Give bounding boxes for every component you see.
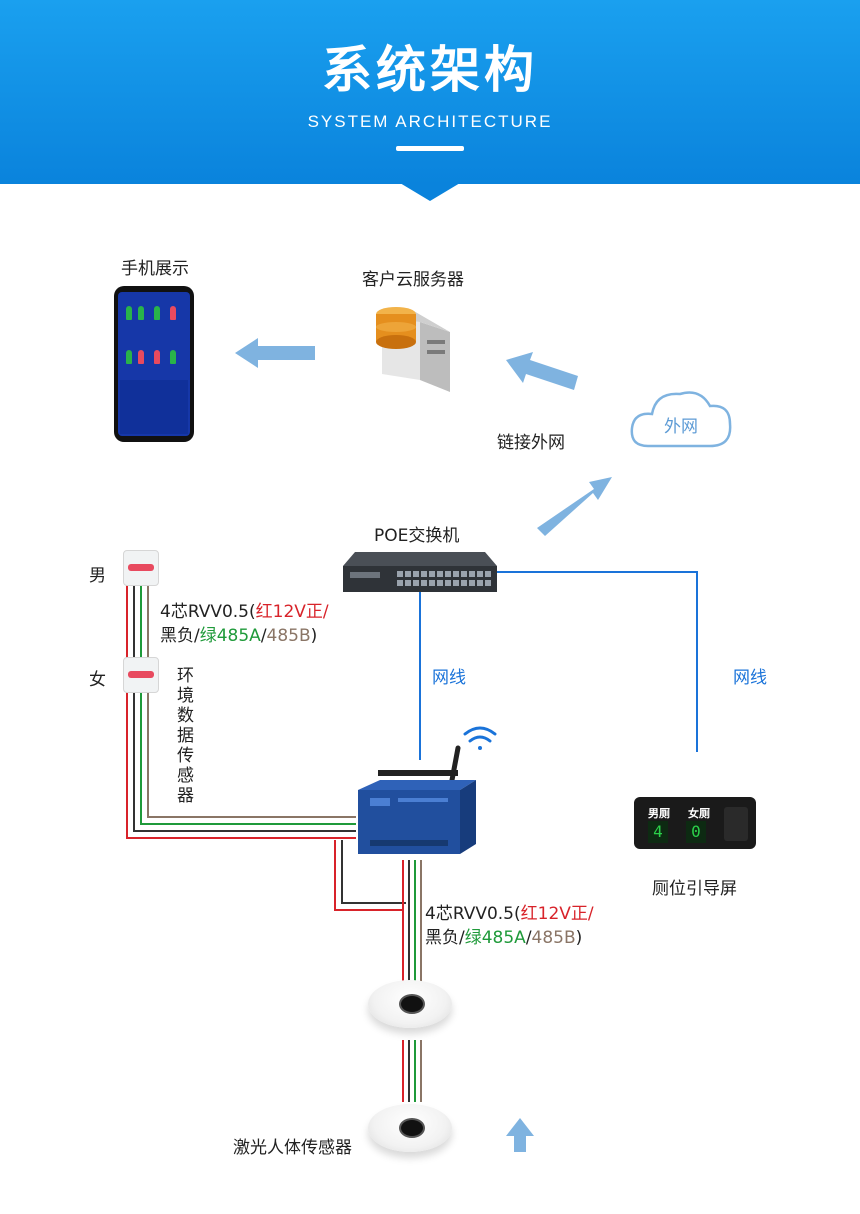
server-label: 客户云服务器	[362, 270, 464, 290]
guide-male-text: 男厕	[648, 807, 670, 820]
phone-table	[120, 380, 188, 434]
cable-spec-bottom: 4芯RVV0.5(红12V正/ 黑负/绿485A/485B)	[425, 904, 594, 948]
female-env-sensor	[123, 657, 159, 693]
page-title: 系统架构	[322, 41, 538, 99]
cloud-icon	[630, 391, 732, 448]
laser-sensor-label: 激光人体传感器	[233, 1138, 352, 1158]
cloud-label: 外网	[664, 417, 698, 437]
env-sensor-label: 环境数据传感器	[177, 666, 194, 806]
arrow-to-server	[506, 352, 578, 390]
guide-screen: 男厕 女厕 4 0	[634, 797, 756, 849]
net-line-right	[495, 571, 698, 752]
phone-label: 手机展示	[121, 259, 189, 279]
laser-sensor-top	[368, 980, 452, 1036]
male-label: 男	[89, 566, 106, 586]
header-notch	[400, 183, 460, 201]
toilet-sign-icon	[724, 807, 748, 841]
header-banner	[0, 0, 860, 184]
switch-label: POE交换机	[374, 526, 460, 546]
guide-male-count: 4	[648, 821, 668, 843]
arrow-to-cloud	[537, 477, 612, 536]
male-env-sensor	[123, 550, 159, 586]
link-label: 链接外网	[497, 433, 565, 453]
arrow-to-phone	[235, 338, 315, 368]
female-label: 女	[89, 670, 106, 690]
wifi-icon	[463, 726, 497, 750]
phone-icon	[114, 286, 194, 442]
phone-screen	[118, 292, 190, 436]
arrow-icon	[235, 338, 612, 1152]
net-cable-right-label: 网线	[733, 668, 767, 688]
gateway-loop-cable	[334, 840, 406, 911]
net-lines	[419, 571, 698, 760]
laser-sensor-bottom	[368, 1104, 452, 1160]
arrow-up-sensor	[506, 1118, 534, 1152]
guide-screen-label: 厕位引导屏	[652, 879, 737, 899]
server-icon	[376, 307, 450, 392]
page-subtitle: SYSTEM ARCHITECTURE	[307, 112, 553, 131]
gateway-icon	[358, 745, 476, 854]
cable-spec-top: 4芯RVV0.5(红12V正/ 黑负/绿485A/485B)	[160, 602, 329, 646]
laser-sensor-cable	[402, 860, 422, 1102]
switch-icon	[343, 552, 497, 592]
guide-female-text: 女厕	[688, 807, 710, 820]
guide-female-count: 0	[686, 821, 706, 843]
header-underline	[396, 146, 464, 151]
net-cable-left-label: 网线	[432, 668, 466, 688]
